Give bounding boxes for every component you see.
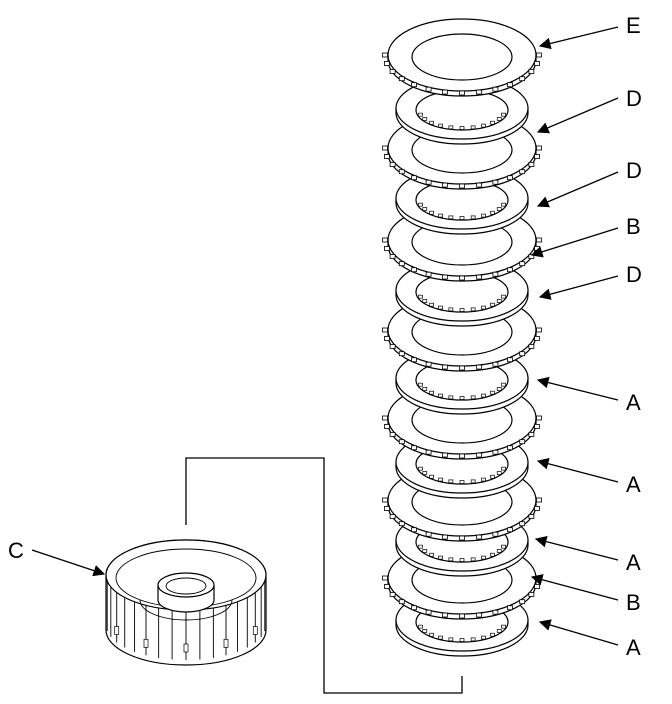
callout-label: D [626,262,642,287]
clutch-drum [105,539,267,666]
callout-arrow [536,97,619,134]
callout-drum: C [8,538,106,577]
callout-6: A [536,376,641,415]
callout-arrow [538,26,619,50]
callout-arrow [534,535,619,561]
callout-arrow [530,574,619,601]
callout-arrow-drum [31,549,106,577]
callout-2: D [536,86,642,134]
callout-1: E [538,13,641,50]
callout-10: A [538,619,641,660]
callout-arrow [536,376,619,401]
callout-arrow [538,275,619,300]
callout-label: B [626,214,641,239]
assembly-connector-line [185,457,463,694]
callout-label: E [626,13,641,38]
callout-label: D [626,158,642,183]
callout-label: A [626,472,641,497]
steel-plate [382,18,542,97]
clutch-plate-stack [382,18,542,657]
drum-splines [106,581,266,660]
callout-9: B [530,574,641,615]
callout-label-drum: C [8,538,24,563]
callout-arrow [536,171,619,208]
callout-8: A [534,535,641,575]
callout-5: D [538,262,642,300]
callout-4: B [530,214,641,258]
callout-label: A [626,635,641,660]
callout-label: A [626,550,641,575]
callout-label: B [626,590,641,615]
callout-arrow [530,227,619,258]
callout-label: A [626,390,641,415]
callout-arrow [538,619,619,646]
callout-label: D [626,86,642,111]
callout-arrow [536,458,619,483]
callout-7: A [536,458,641,497]
callout-3: D [536,158,642,208]
